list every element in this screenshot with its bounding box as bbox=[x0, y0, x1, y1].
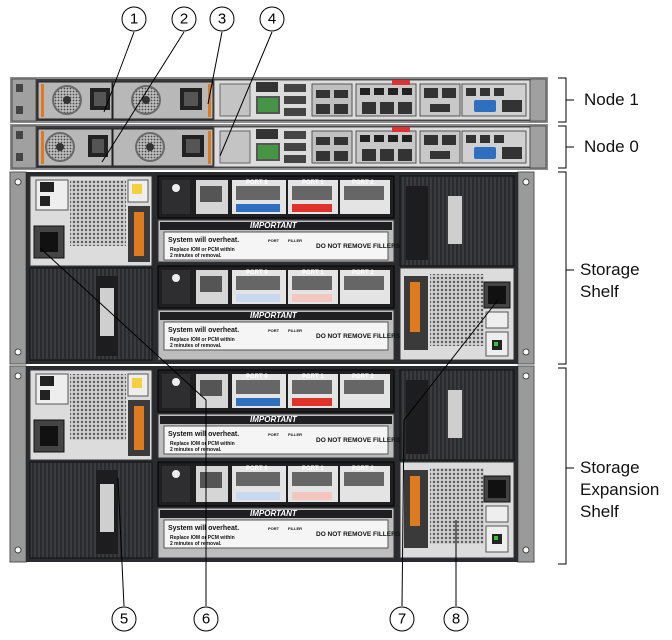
callout-8: 8 bbox=[443, 606, 469, 632]
callout-7: 7 bbox=[389, 606, 415, 632]
port2-label: PORT 2 bbox=[352, 374, 374, 380]
callout-5: 5 bbox=[111, 606, 137, 632]
overheat-warning: System will overheat. bbox=[168, 431, 239, 438]
callout-4-label: 4 bbox=[268, 11, 276, 28]
group-brackets bbox=[558, 77, 574, 565]
callout-4: 4 bbox=[259, 6, 285, 32]
port0-label: PORT 0 bbox=[246, 270, 268, 276]
storage-shelf-label-line1: Storage bbox=[580, 260, 640, 279]
filler-tag: FILLER bbox=[288, 328, 302, 333]
important-label: IMPORTANT bbox=[250, 509, 298, 518]
callout-8-label: 8 bbox=[452, 611, 460, 628]
filler-tag: FILLER bbox=[288, 526, 302, 531]
replace-line1: Replace IOM or PCM within bbox=[170, 337, 235, 343]
port1-label: PORT 1 bbox=[302, 270, 324, 276]
replace-line1: Replace IOM or PCM within bbox=[170, 535, 235, 541]
callout-5-label: 5 bbox=[120, 611, 128, 628]
port0-label: PORT 0 bbox=[246, 466, 268, 472]
important-label: IMPORTANT bbox=[250, 221, 298, 230]
port-tag: PORT bbox=[268, 526, 280, 531]
port1-label: PORT 1 bbox=[302, 180, 324, 186]
overheat-warning: System will overheat. bbox=[168, 525, 239, 532]
filler-tag: FILLER bbox=[288, 238, 302, 243]
do-not-remove-label: DO NOT REMOVE FILLERS bbox=[316, 531, 401, 538]
overheat-warning: System will overheat. bbox=[168, 327, 239, 334]
callout-2-label: 2 bbox=[180, 11, 188, 28]
port1-label: PORT 1 bbox=[302, 466, 324, 472]
callout-3-label: 3 bbox=[218, 11, 226, 28]
port2-label: PORT 2 bbox=[352, 180, 374, 186]
storage-shelf-label: Storage Shelf bbox=[580, 259, 640, 303]
expansion-label-line1: Storage bbox=[580, 458, 640, 477]
storage-expansion-shelf-label: Storage Expansion Shelf bbox=[580, 457, 659, 523]
callout-3: 3 bbox=[209, 6, 235, 32]
node-1-label: Node 1 bbox=[584, 90, 639, 109]
replace-line1: Replace IOM or PCM within bbox=[170, 441, 235, 447]
storage-shelf-chassis bbox=[9, 171, 535, 365]
node-0-label: Node 0 bbox=[584, 137, 639, 156]
overheat-warning: System will overheat. bbox=[168, 237, 239, 244]
storage-expansion-shelf-chassis bbox=[9, 365, 535, 563]
callout-6: 6 bbox=[193, 606, 219, 632]
port2-label: PORT 2 bbox=[352, 270, 374, 276]
replace-line2: 2 minutes of removal. bbox=[170, 447, 222, 453]
port0-label: PORT 0 bbox=[246, 374, 268, 380]
filler-warning-labels: IMPORTANT System will overheat. Replace … bbox=[168, 221, 401, 547]
port-tag: PORT bbox=[268, 432, 280, 437]
port1-label: PORT 1 bbox=[302, 374, 324, 380]
replace-line1: Replace IOM or PCM within bbox=[170, 247, 235, 253]
callout-leader-lines bbox=[39, 31, 499, 607]
callout-6-label: 6 bbox=[202, 611, 210, 628]
replace-line2: 2 minutes of removal. bbox=[170, 343, 222, 349]
port2-label: PORT 2 bbox=[352, 466, 374, 472]
port-tag: PORT bbox=[268, 328, 280, 333]
node-0-chassis bbox=[10, 124, 548, 170]
do-not-remove-label: DO NOT REMOVE FILLERS bbox=[316, 243, 401, 250]
replace-line2: 2 minutes of removal. bbox=[170, 541, 222, 547]
callout-2: 2 bbox=[171, 6, 197, 32]
expansion-label-line3: Shelf bbox=[580, 502, 619, 521]
important-label: IMPORTANT bbox=[250, 415, 298, 424]
node-1-chassis bbox=[10, 77, 548, 123]
expansion-label-line2: Expansion bbox=[580, 480, 660, 499]
replace-line2: 2 minutes of removal. bbox=[170, 253, 222, 259]
storage-shelf-label-line2: Shelf bbox=[580, 282, 619, 301]
filler-tag: FILLER bbox=[288, 432, 302, 437]
callout-7-label: 7 bbox=[398, 611, 406, 628]
callout-1: 1 bbox=[121, 6, 147, 32]
important-label: IMPORTANT bbox=[250, 311, 298, 320]
iom-port-labels: PORT 0 PORT 1 PORT 2 PORT 0 PORT 1 PORT … bbox=[246, 180, 374, 472]
callout-1-label: 1 bbox=[130, 11, 138, 28]
port-tag: PORT bbox=[268, 238, 280, 243]
do-not-remove-label: DO NOT REMOVE FILLERS bbox=[316, 437, 401, 444]
port0-label: PORT 0 bbox=[246, 180, 268, 186]
do-not-remove-label: DO NOT REMOVE FILLERS bbox=[316, 333, 401, 340]
